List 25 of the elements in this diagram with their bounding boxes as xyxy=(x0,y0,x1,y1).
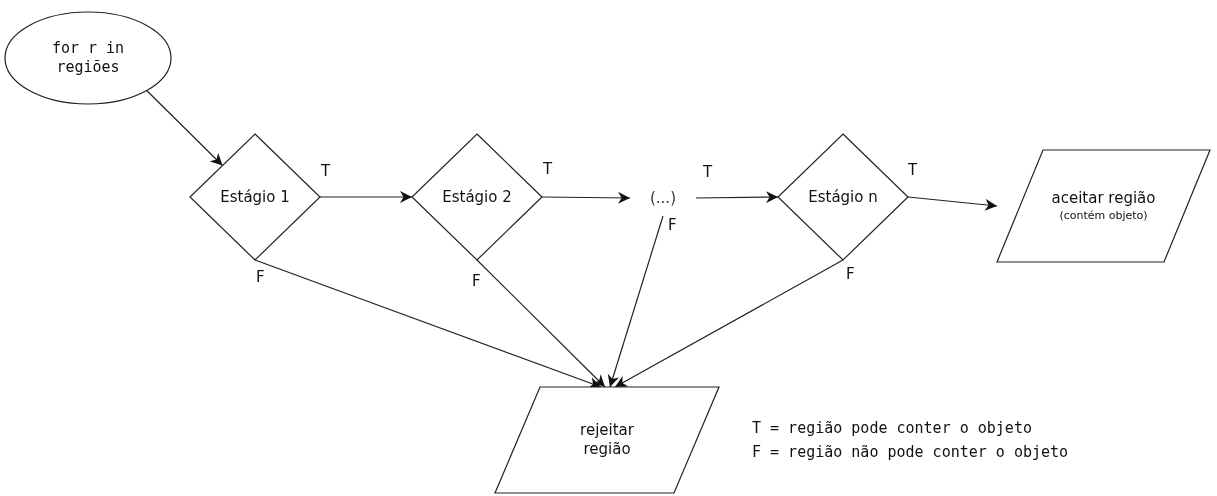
arrow xyxy=(907,196,998,211)
node-label: for r in regiões xyxy=(50,39,126,77)
loop-ellipse xyxy=(5,12,171,104)
decision-diamond xyxy=(778,134,908,260)
legend-note: F = região não pode conter o objeto xyxy=(752,443,1069,462)
arrow xyxy=(146,89,224,167)
output-parallelogram xyxy=(997,150,1210,262)
output-parallelogram xyxy=(495,387,719,493)
ellipsis-text: (...) xyxy=(638,186,688,210)
node-label: aceitar região xyxy=(1050,189,1157,208)
note-text: (contém objeto) xyxy=(1058,208,1149,223)
decision-diamond xyxy=(190,134,320,260)
node-label: Estágio n xyxy=(808,187,878,207)
arrow xyxy=(476,259,606,388)
node-label: Estágio 2 xyxy=(442,187,512,207)
arrow xyxy=(607,215,664,388)
arrow xyxy=(614,259,844,388)
node-label: rejeitar região xyxy=(579,421,635,459)
arrow xyxy=(319,191,413,203)
arrow xyxy=(254,259,602,389)
decision-diamond xyxy=(412,134,542,260)
arrow xyxy=(541,191,631,204)
node-label: Estágio 1 xyxy=(220,187,290,207)
arrow xyxy=(695,191,779,204)
legend-note: T = região pode conter o objeto xyxy=(752,419,1032,438)
